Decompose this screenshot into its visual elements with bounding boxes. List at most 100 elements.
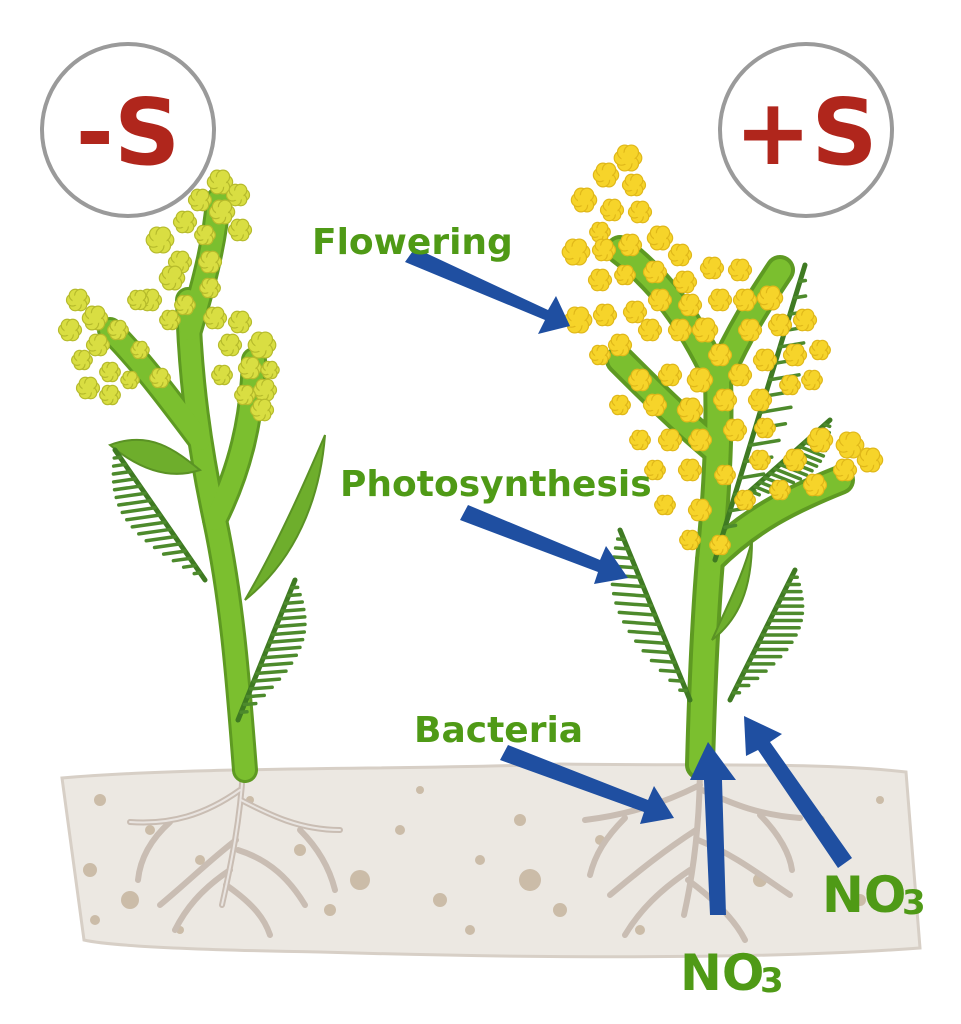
flower <box>752 348 778 372</box>
flower <box>782 343 808 367</box>
flower <box>234 384 256 406</box>
condition-label-left: -S <box>76 79 180 186</box>
flower <box>99 361 121 383</box>
flower <box>206 169 234 195</box>
flower <box>622 300 648 324</box>
flower <box>252 378 278 402</box>
flower <box>99 384 121 406</box>
pebble <box>876 796 884 804</box>
pebble <box>433 893 447 907</box>
flower <box>614 264 636 286</box>
pebble <box>519 869 541 891</box>
pebble <box>475 855 485 865</box>
flower <box>654 494 676 516</box>
flower <box>617 233 643 257</box>
flower <box>592 303 618 327</box>
plant-left <box>57 169 326 783</box>
flower <box>699 256 725 280</box>
flower <box>672 270 698 294</box>
flower <box>65 288 91 312</box>
pebble <box>121 891 139 909</box>
flower <box>592 162 620 188</box>
flower <box>227 310 253 334</box>
flower <box>172 210 198 234</box>
flower <box>732 288 758 312</box>
flower <box>856 447 884 473</box>
flower <box>737 318 763 342</box>
flower <box>676 397 704 423</box>
label-nitrate-right: NO 3 <box>822 866 926 924</box>
flower <box>687 428 713 452</box>
flower <box>642 260 668 284</box>
flower <box>835 431 865 459</box>
feathery-leaf <box>727 567 805 703</box>
pebble <box>94 794 106 806</box>
flower <box>647 288 673 312</box>
pebble <box>416 786 424 794</box>
pebble <box>145 825 155 835</box>
flower <box>107 319 129 341</box>
flower <box>563 306 593 334</box>
flower <box>197 250 223 274</box>
pebble <box>553 903 567 917</box>
nitrate-formula: NO <box>680 944 764 1002</box>
flower <box>71 349 93 371</box>
pebble <box>635 925 645 935</box>
pebble <box>195 855 205 865</box>
condition-label-right: +S <box>734 79 877 186</box>
flower <box>202 306 228 330</box>
flower <box>237 356 263 380</box>
flower <box>657 428 683 452</box>
flower <box>801 369 823 391</box>
flower <box>727 258 753 282</box>
label-bacteria: Bacteria <box>414 710 583 751</box>
flower <box>687 498 713 522</box>
flower <box>707 343 733 367</box>
flower <box>627 200 653 224</box>
flower <box>187 188 213 212</box>
pebble <box>294 844 306 856</box>
flower <box>644 459 666 481</box>
pebble <box>83 863 97 877</box>
flower <box>561 238 591 266</box>
flower <box>832 458 858 482</box>
flower <box>591 238 617 262</box>
flower <box>570 187 598 213</box>
flower <box>149 367 171 389</box>
flower <box>691 317 719 343</box>
flower <box>127 289 149 311</box>
flower <box>754 417 776 439</box>
condition-badge-minus-s: -S <box>40 42 216 218</box>
flower <box>792 308 818 332</box>
flower <box>806 427 834 453</box>
flower <box>589 344 611 366</box>
flower <box>802 473 828 497</box>
flower <box>211 364 233 386</box>
flower <box>587 268 613 292</box>
arrow-photosynthesis <box>460 505 628 584</box>
arrow-bacteria <box>500 745 674 824</box>
flower <box>120 370 140 390</box>
label-nitrate-bottom: NO 3 <box>680 944 784 1002</box>
flower <box>686 367 714 393</box>
nitrate-subscript: 3 <box>902 883 926 923</box>
flower <box>174 294 196 316</box>
flower <box>679 529 701 551</box>
flower <box>722 418 748 442</box>
plant-right <box>561 144 884 780</box>
flower <box>208 199 236 225</box>
flower <box>734 489 756 511</box>
flower <box>712 388 738 412</box>
flower-cluster-right <box>561 144 884 556</box>
flower <box>707 288 733 312</box>
arrows <box>405 248 852 915</box>
flower-cluster-left <box>57 169 280 422</box>
flower <box>809 339 831 361</box>
pebble <box>350 870 370 890</box>
flower <box>779 374 801 396</box>
flower <box>627 368 653 392</box>
feathery-leaf <box>111 447 208 583</box>
flower <box>85 333 111 357</box>
roots-left-fine <box>129 769 341 906</box>
